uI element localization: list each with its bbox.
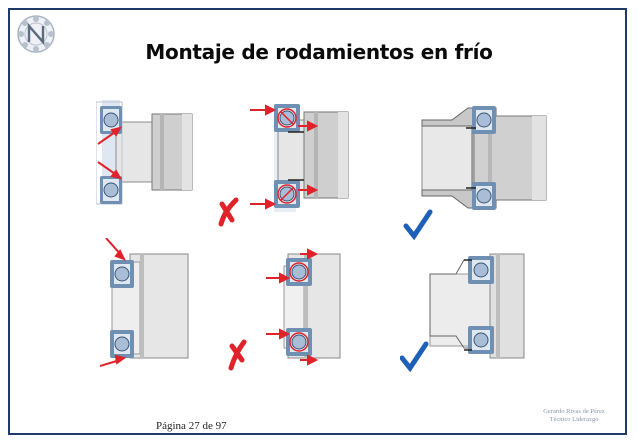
stamp-line-1: Gerardo Rivas de Pérez [543,408,605,415]
correct-mark-icon [400,341,429,373]
diagram-bottom-middle [228,248,348,374]
diagram-bottom-right [400,244,528,378]
page-prefix: Página [156,420,186,432]
diagram-top-right [400,100,550,240]
total-pages: 97 [215,420,227,432]
current-page: 27 [188,420,200,432]
page-number: Página 27 de 97 [156,420,227,432]
stamp-line-2: Técnico Liderazgo [549,416,599,423]
page-separator: de [202,420,213,432]
wrong-mark-icon [228,339,247,371]
wrong-mark-icon [218,197,239,227]
diagram-top-left [96,100,200,208]
page-title: Montaje de rodamientos en frío [145,40,493,64]
page-frame [8,8,627,435]
diagram-bottom-left [100,238,196,368]
company-logo [16,14,56,54]
diagram-top-middle [218,100,358,228]
author-stamp: Gerardo Rivas de Pérez Técnico Liderazgo [528,408,620,424]
correct-mark-icon [403,209,433,240]
